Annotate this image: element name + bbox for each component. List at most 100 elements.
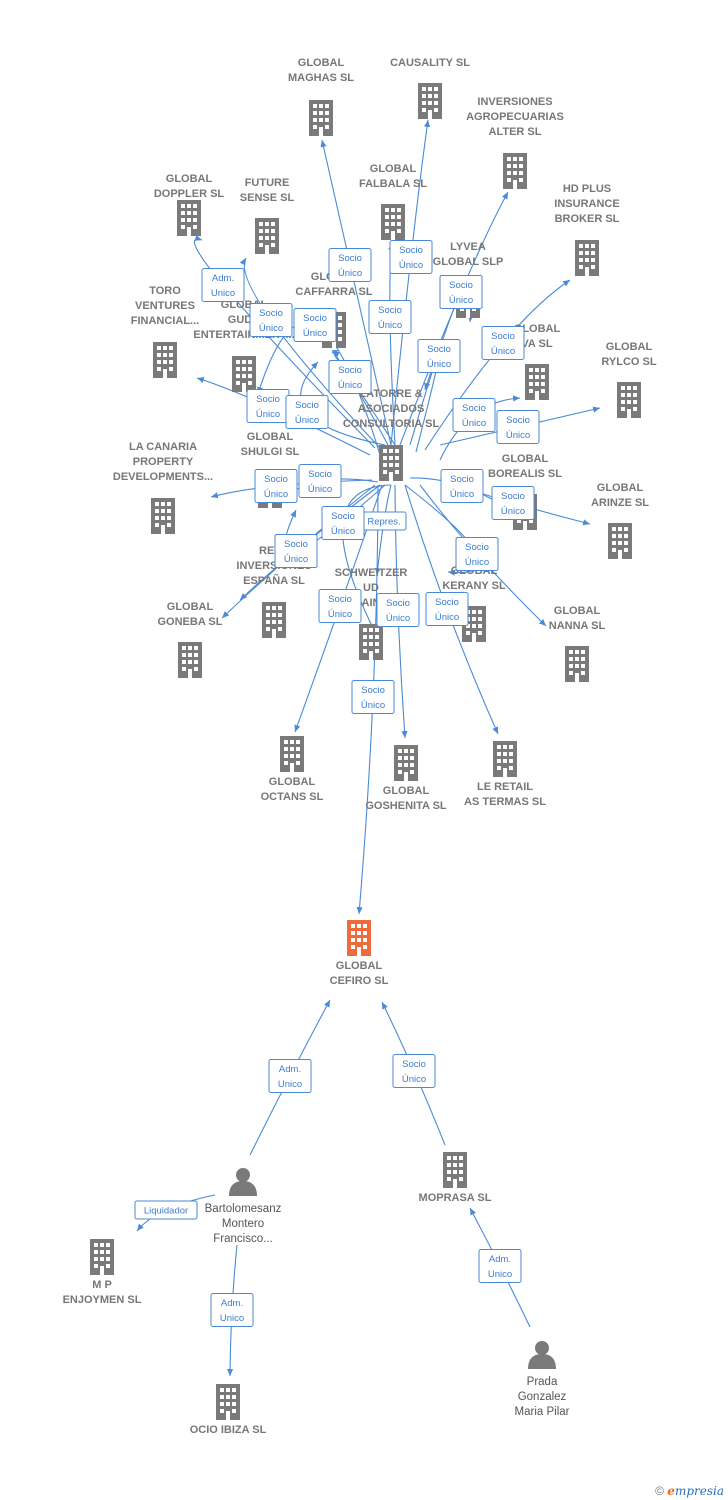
relation-label: Unico <box>278 1079 302 1090</box>
relation-label: Unico <box>488 1269 512 1280</box>
relation-label: Único <box>308 484 332 495</box>
relation-badge[interactable]: Adm.Unico <box>201 268 245 302</box>
building-icon <box>394 745 418 781</box>
relation-label: Socio <box>450 474 474 485</box>
node-doppler[interactable]: GLOBAL DOPPLER SL <box>154 173 225 236</box>
node-label: Bartolomesanz <box>205 1203 282 1215</box>
relation-badge[interactable]: Adm.Unico <box>210 1293 254 1327</box>
node-toro[interactable]: TOROVENTURESFINANCIAL... <box>131 285 199 378</box>
node-causality[interactable]: CAUSALITY SL <box>390 57 470 119</box>
relation-label: Socio <box>435 597 459 608</box>
building-icon <box>617 382 641 418</box>
node-label: DEVELOPMENTS... <box>113 471 213 483</box>
node-label: ARINZE SL <box>591 497 649 509</box>
footer-brand[interactable]: © empresia <box>655 1484 724 1498</box>
building-icon <box>608 523 632 559</box>
building-icon <box>309 100 333 136</box>
relation-label: Único <box>462 418 486 429</box>
node-label: CAFFARRA SL <box>295 286 372 298</box>
node-inversiones_agro[interactable]: INVERSIONES AGROPECUARIAS ALTER SL <box>466 96 564 189</box>
node-ociobiza[interactable]: OCIO IBIZA SL <box>190 1384 267 1436</box>
node-label: FALBALA SL <box>359 178 427 190</box>
node-label: KERANY SL <box>442 580 506 592</box>
node-label: PROPERTY <box>133 456 194 468</box>
relation-label: Único <box>284 554 308 565</box>
relation-label: Único <box>435 612 459 623</box>
building-icon <box>216 1384 240 1420</box>
node-label: FUTURE <box>245 177 290 189</box>
building-icon <box>381 204 405 240</box>
node-label: OCIO IBIZA SL <box>190 1424 267 1436</box>
node-label: AGROPECUARIAS <box>466 111 564 123</box>
node-label: GLOBAL <box>166 173 213 185</box>
node-lacanaria[interactable]: LA CANARIAPROPERTYDEVELOPMENTS... <box>113 441 213 534</box>
node-label: ASOCIADOS <box>358 403 425 415</box>
relation-badge[interactable]: Adm.Unico <box>268 1059 312 1093</box>
relation-label: Único <box>399 260 423 271</box>
person-icon <box>229 1168 257 1196</box>
node-label: GLOBAL <box>298 57 345 69</box>
relation-badge[interactable]: Adm.Unico <box>478 1249 522 1283</box>
relation-badge[interactable]: Liquidador <box>134 1200 198 1220</box>
relation-label: Socio <box>361 685 385 696</box>
relation-label: Adm. <box>221 1298 243 1309</box>
relation-label: Socio <box>465 542 489 553</box>
node-label: DOPPLER SL <box>154 188 225 200</box>
node-moprasa[interactable]: MOPRASA SL <box>419 1152 492 1204</box>
relation-badge[interactable]: Repres. <box>361 511 407 531</box>
node-bartolomesanz[interactable]: BartolomesanzMonteroFrancisco... <box>205 1168 282 1245</box>
building-icon <box>525 364 549 400</box>
node-label: GOSHENITA SL <box>365 800 447 812</box>
node-label: INVERSIONES <box>477 96 552 108</box>
node-label: ALTER SL <box>489 126 542 138</box>
node-label: INSURANCE <box>554 198 619 210</box>
node-label: GLOBAL <box>336 960 383 972</box>
relation-label: Único <box>506 430 530 441</box>
